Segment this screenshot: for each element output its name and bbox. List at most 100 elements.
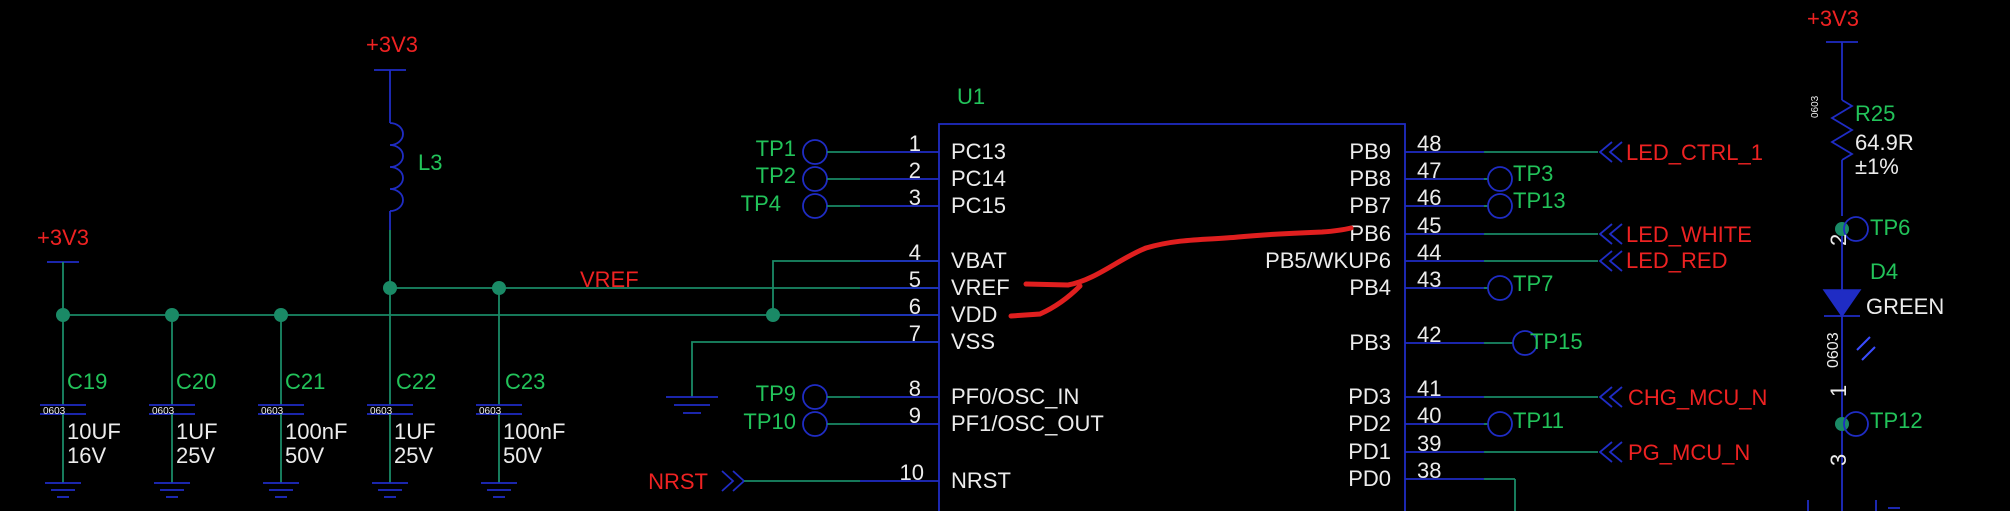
svg-text:PC15: PC15	[951, 193, 1006, 218]
svg-text:LED_CTRL_1: LED_CTRL_1	[1626, 140, 1763, 165]
svg-text:LED_RED: LED_RED	[1626, 248, 1727, 273]
svg-text:TP1: TP1	[756, 136, 796, 161]
testpoint-tp3: TP3	[1484, 161, 1553, 192]
cap-voltage: 50V	[285, 443, 324, 468]
svg-text:6: 6	[909, 294, 921, 319]
testpoint-tp15: TP15	[1484, 329, 1583, 356]
testpoint-tp7: TP7	[1484, 271, 1553, 301]
d4-pin3: 3	[1826, 454, 1851, 466]
testpoints-right: TP3 TP13 TP7 TP15 TP11	[1484, 161, 1583, 511]
pin-42: PB3 42	[1349, 322, 1484, 355]
cap-voltage: 16V	[67, 443, 106, 468]
net-label-vref: VREF	[580, 267, 639, 292]
u1-ref: U1	[957, 84, 985, 109]
testpoint-tp1: TP1	[756, 136, 860, 165]
svg-text:VREF: VREF	[951, 275, 1010, 300]
svg-text:41: 41	[1417, 376, 1441, 401]
cap-value: 1UF	[176, 419, 218, 444]
pin-5: 5 VREF	[860, 267, 1010, 300]
led-d4-symbol	[1822, 289, 1862, 318]
pin-41: PD3 41	[1348, 376, 1484, 409]
pin-4: 4 VBAT	[860, 240, 1007, 273]
cap-voltage: 25V	[176, 443, 215, 468]
svg-text:44: 44	[1417, 240, 1441, 265]
svg-text:TP15: TP15	[1530, 329, 1583, 354]
d4-ref: D4	[1870, 259, 1898, 284]
testpoints-left: TP1 TP2 TP4 TP9 TP10	[741, 136, 860, 437]
svg-text:LED_WHITE: LED_WHITE	[1626, 222, 1752, 247]
svg-text:45: 45	[1417, 213, 1441, 238]
capacitor-c22: C22 0603 1UF 25V	[367, 288, 436, 498]
cap-package: 0603	[43, 406, 66, 417]
svg-text:5: 5	[909, 267, 921, 292]
pin-44: PB5/WKUP6 44	[1265, 240, 1484, 273]
testpoint-tp9: TP9	[756, 381, 860, 410]
cap-voltage: 25V	[394, 443, 433, 468]
svg-text:PB5/WKUP6: PB5/WKUP6	[1265, 248, 1391, 273]
testpoint-tp12: TP12	[1843, 408, 1923, 437]
testpoint-tp6: TP6	[1843, 215, 1910, 242]
svg-text:2: 2	[909, 158, 921, 183]
power-section-right: +3V3 R25 64.9R ±1% 0603 TP6 2 D4 GREEN 0…	[1807, 6, 1944, 511]
cap-value: 1UF	[394, 419, 436, 444]
capacitor-c19: C19 0603 10UF 16V	[40, 315, 121, 498]
cap-ref: C23	[505, 369, 545, 394]
svg-text:PF1/OSC_OUT: PF1/OSC_OUT	[951, 411, 1104, 436]
svg-text:TP12: TP12	[1870, 408, 1923, 433]
d4-package: 0603	[1825, 332, 1842, 368]
inductor-ref: L3	[418, 150, 442, 175]
svg-text:PB3: PB3	[1349, 330, 1391, 355]
svg-text:PB7: PB7	[1349, 193, 1391, 218]
power-label-3v3-left: +3V3	[37, 225, 89, 250]
port-led-ctrl-1: LED_CTRL_1	[1484, 140, 1763, 165]
svg-text:40: 40	[1417, 403, 1441, 428]
svg-text:PD3: PD3	[1348, 384, 1391, 409]
testpoint-tp2: TP2	[756, 163, 860, 192]
svg-text:46: 46	[1417, 185, 1441, 210]
power-label-3v3-mid: +3V3	[366, 32, 418, 57]
cap-value: 100nF	[285, 419, 347, 444]
power-label-3v3-right: +3V3	[1807, 6, 1859, 31]
port-led-white: LED_WHITE	[1484, 222, 1752, 247]
net-label-nrst: NRST	[648, 469, 708, 494]
port-chg-mcu-n: CHG_MCU_N	[1484, 385, 1767, 410]
svg-text:PF0/OSC_IN: PF0/OSC_IN	[951, 384, 1079, 409]
svg-text:TP9: TP9	[756, 381, 796, 406]
junction-dot	[1835, 417, 1849, 431]
cap-package: 0603	[370, 406, 393, 417]
svg-text:PB8: PB8	[1349, 166, 1391, 191]
svg-text:NRST: NRST	[951, 468, 1011, 493]
testpoint-tp10: TP10	[743, 409, 860, 437]
net-ports-right: LED_CTRL_1 LED_WHITE LED_RED CHG_MCU_N P…	[1484, 140, 1767, 465]
svg-text:TP2: TP2	[756, 163, 796, 188]
testpoint-tp11: TP11	[1484, 408, 1564, 437]
svg-text:TP3: TP3	[1513, 161, 1553, 186]
testpoint-tp13: TP13	[1484, 188, 1566, 219]
svg-text:VBAT: VBAT	[951, 248, 1007, 273]
mcu-u1: U1	[938, 84, 1406, 511]
svg-text:39: 39	[1417, 431, 1441, 456]
d4-color: GREEN	[1866, 294, 1944, 319]
d4-pin1: 1	[1826, 385, 1851, 397]
capacitor-c23: C23 0603 100nF 50V	[476, 288, 565, 498]
capacitor-c20: C20 0603 1UF 25V	[149, 315, 218, 498]
svg-text:VSS: VSS	[951, 329, 995, 354]
svg-text:TP13: TP13	[1513, 188, 1566, 213]
svg-text:TP10: TP10	[743, 409, 796, 434]
testpoint-tp4: TP4	[741, 191, 860, 219]
svg-text:4: 4	[909, 240, 921, 265]
cap-ref: C22	[396, 369, 436, 394]
svg-text:TP7: TP7	[1513, 271, 1553, 296]
svg-text:42: 42	[1417, 322, 1441, 347]
annotation-redline	[1008, 225, 1354, 319]
